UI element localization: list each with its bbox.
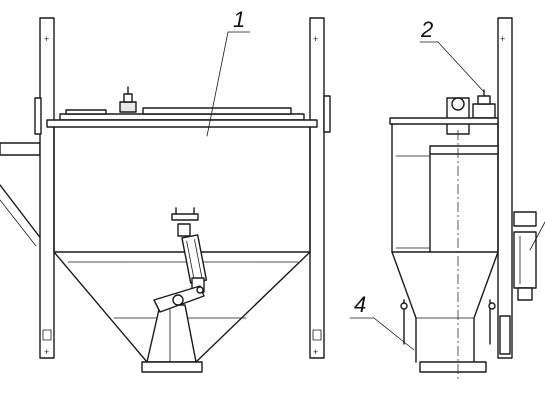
top-cover (59, 86, 305, 121)
callout-4: 4 (349, 292, 415, 351)
svg-text:+: + (313, 34, 318, 44)
left-side-bracket (0, 142, 43, 247)
svg-text:+: + (44, 347, 49, 357)
svg-text:+: + (313, 347, 318, 357)
side-view: + + (349, 17, 545, 380)
side-post: + + (497, 17, 513, 359)
svg-text:+: + (44, 34, 49, 44)
side-bin-cone (391, 251, 499, 373)
callout-2: 2 (419, 17, 485, 93)
callout-cut-leader (529, 221, 545, 251)
top-mount (446, 89, 496, 135)
callout-1-label: 1 (233, 7, 245, 32)
callout-1: 1 (206, 7, 251, 137)
left-post: + + (34, 17, 55, 359)
callout-2-label: 2 (420, 17, 433, 42)
pneumatic-cylinder (153, 207, 208, 313)
right-post: + + (309, 17, 331, 359)
callout-4-label: 4 (354, 292, 366, 317)
svg-text:+: + (500, 34, 505, 44)
side-bin-body (389, 117, 499, 253)
bin-body (46, 119, 318, 253)
discharge-gate (141, 304, 203, 373)
side-cylinder (499, 211, 537, 355)
front-view: + + + + (0, 7, 331, 373)
